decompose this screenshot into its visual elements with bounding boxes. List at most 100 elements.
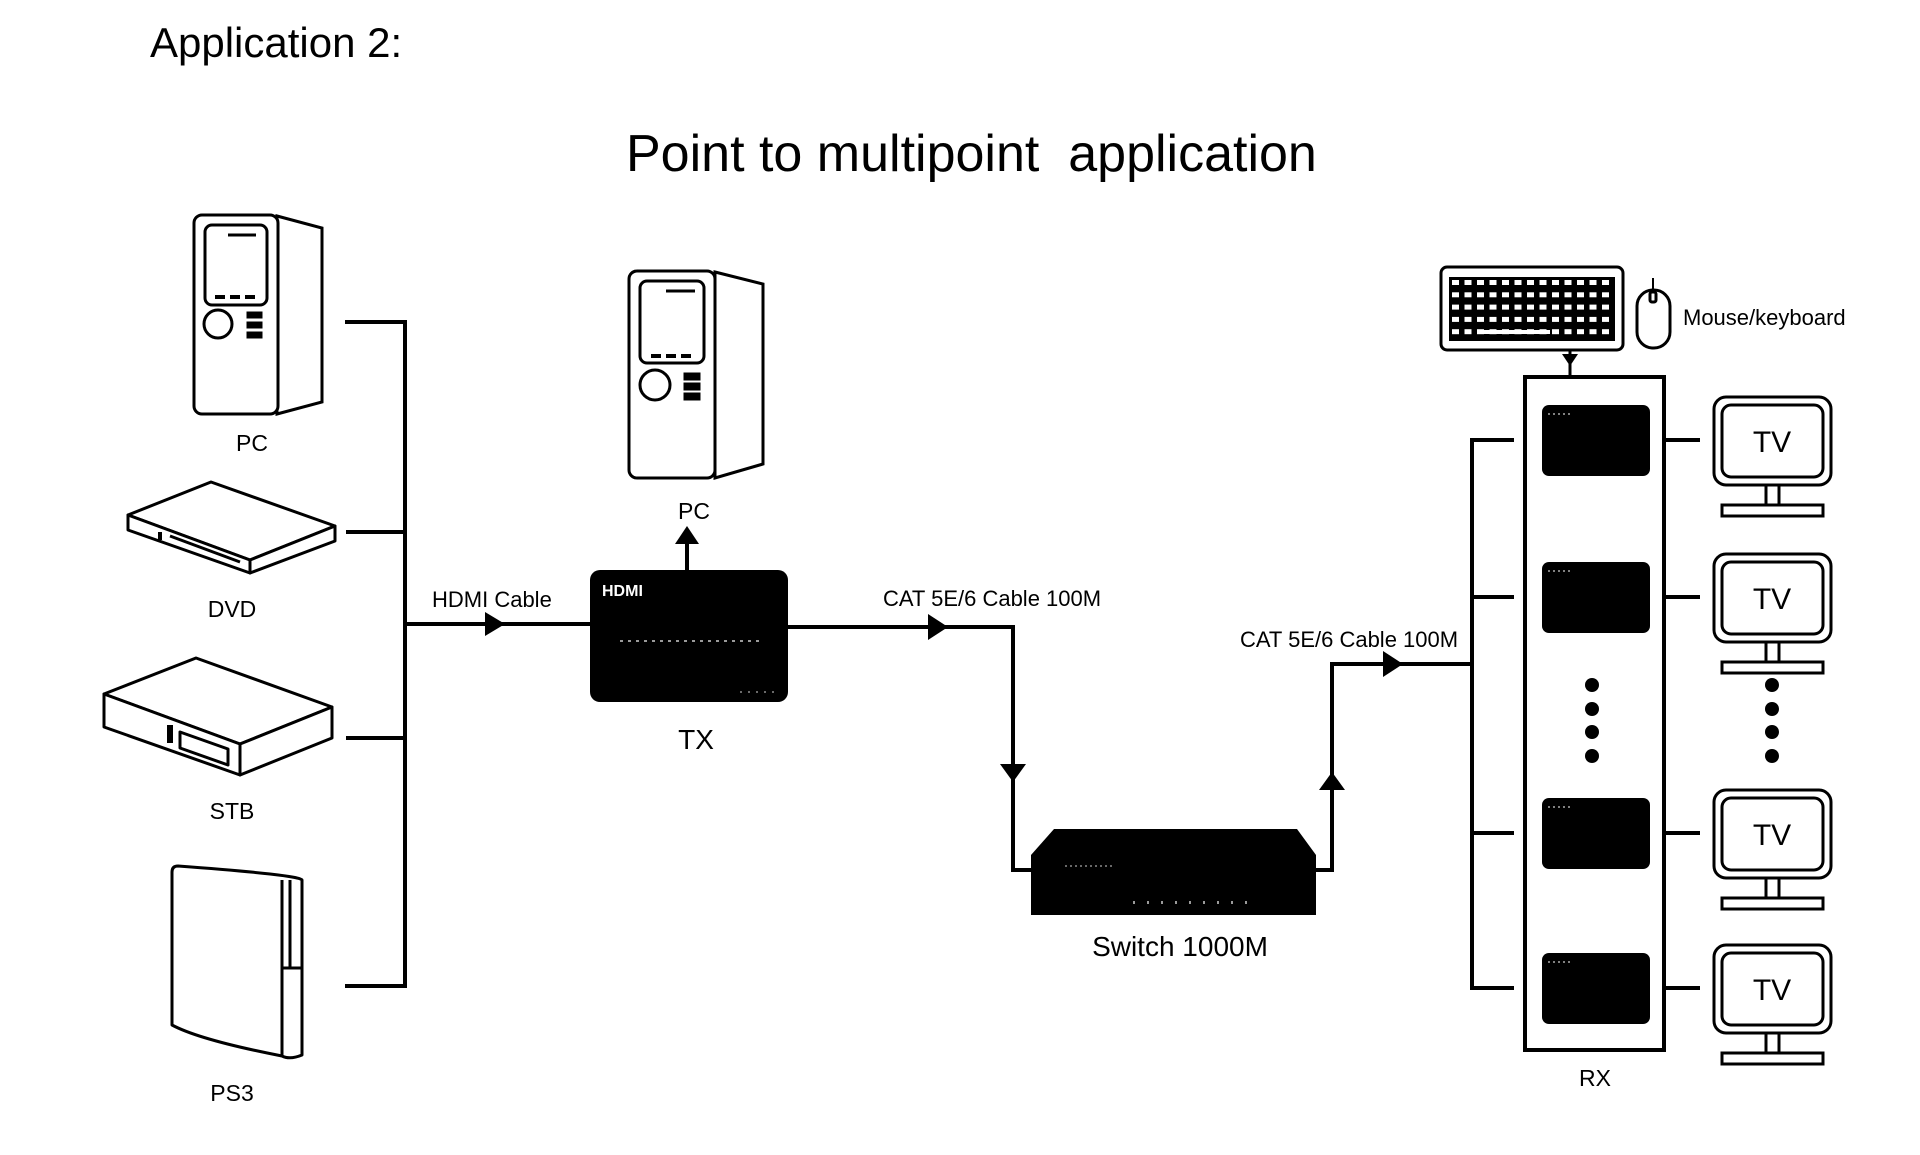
keyboard-key xyxy=(1477,304,1484,310)
keyboard-key xyxy=(1539,304,1547,310)
keyboard-key xyxy=(1577,329,1584,335)
tv-label: TV xyxy=(1753,426,1791,459)
keyboard-key xyxy=(1602,280,1609,285)
keyboard-key xyxy=(1552,329,1559,335)
mouse-icon xyxy=(1635,278,1672,350)
rx-bus xyxy=(1470,438,1514,990)
tv-ellipsis xyxy=(1765,678,1779,763)
tx-label: TX xyxy=(678,724,714,755)
page-heading: Application 2: xyxy=(150,19,403,66)
keyboard-key xyxy=(1564,304,1572,310)
keyboard-key xyxy=(1539,292,1547,298)
keyboard-key xyxy=(1452,292,1459,298)
cat-cable-rx-label: CAT 5E/6 Cable 100M xyxy=(1240,627,1459,652)
keyboard-key xyxy=(1589,316,1597,322)
arrow-up-icon xyxy=(675,526,699,544)
tv-display-icon: TV xyxy=(1712,552,1833,675)
rx-receiver-unit xyxy=(1542,562,1650,633)
rx-receiver-unit xyxy=(1542,798,1650,869)
keyboard-key xyxy=(1489,304,1497,310)
keyboard-key xyxy=(1477,316,1484,322)
keyboard-key xyxy=(1602,316,1609,322)
rx-label: RX xyxy=(1579,1065,1611,1091)
keyboard-key xyxy=(1564,292,1572,298)
source-label-pc: PC xyxy=(236,430,268,456)
keyboard-key xyxy=(1552,292,1559,298)
keyboard-key xyxy=(1527,304,1534,310)
game-console-icon xyxy=(170,864,304,1060)
keyboard-key xyxy=(1589,280,1597,285)
cat-cable-tx-line xyxy=(788,614,1035,872)
keyboard-key xyxy=(1489,316,1497,322)
keyboard-key xyxy=(1514,292,1522,298)
keyboard-key xyxy=(1514,280,1522,285)
arrow-right-icon xyxy=(928,614,948,640)
keyboard-key xyxy=(1602,329,1609,335)
local-output-line xyxy=(675,526,699,570)
hdmi-logo: HDMI xyxy=(602,583,643,600)
keyboard-key xyxy=(1564,329,1572,335)
keyboard-link xyxy=(1562,350,1578,378)
keyboard-key xyxy=(1464,292,1472,298)
keyboard-key xyxy=(1502,292,1509,298)
keyboard-key xyxy=(1564,280,1572,285)
keyboard-key xyxy=(1527,292,1534,298)
cat-cable-tx-label: CAT 5E/6 Cable 100M xyxy=(883,586,1102,611)
tv-display-icon: TV xyxy=(1712,788,1833,911)
keyboard-key xyxy=(1452,280,1459,285)
local-pc-label: PC xyxy=(678,498,710,524)
diagram-title: Point to multipoint application xyxy=(626,125,1317,183)
keyboard-key xyxy=(1464,304,1472,310)
keyboard-key xyxy=(1577,316,1584,322)
keyboard-key xyxy=(1489,280,1497,285)
rx-ellipsis xyxy=(1585,678,1599,763)
tx-transmitter-icon: HDMI xyxy=(590,570,788,702)
arrow-right-icon xyxy=(485,612,505,636)
source-bus xyxy=(345,320,407,988)
arrow-right-icon xyxy=(1383,651,1403,677)
source-label-dvd: DVD xyxy=(207,596,257,622)
keyboard-key xyxy=(1452,316,1459,322)
tv-label: TV xyxy=(1753,974,1791,1007)
keyboard-key xyxy=(1577,304,1584,310)
arrow-down-icon xyxy=(1000,764,1026,782)
keyboard-key xyxy=(1489,292,1497,298)
tv-label: TV xyxy=(1753,819,1791,852)
keyboard-icon xyxy=(1439,265,1625,352)
switch-label: Switch 1000M xyxy=(1092,931,1268,962)
keyboard-key xyxy=(1589,304,1597,310)
set-top-box-icon xyxy=(102,656,334,777)
mouse-keyboard-label: Mouse/keyboard xyxy=(1683,305,1846,330)
keyboard-key xyxy=(1527,316,1534,322)
keyboard-key xyxy=(1539,280,1547,285)
keyboard-key xyxy=(1452,329,1459,335)
keyboard-key xyxy=(1477,280,1484,285)
network-switch-icon xyxy=(1031,829,1316,915)
keyboard-key xyxy=(1464,316,1472,322)
arrow-down-icon xyxy=(1562,354,1578,366)
keyboard-key xyxy=(1602,292,1609,298)
keyboard-key xyxy=(1502,280,1509,285)
pc-tower-icon xyxy=(192,213,324,416)
keyboard-key xyxy=(1589,292,1597,298)
source-label-ps3: PS3 xyxy=(210,1080,254,1106)
keyboard-key xyxy=(1577,280,1584,285)
keyboard-key xyxy=(1502,304,1509,310)
tv-display-icon: TV xyxy=(1712,943,1833,1066)
dvd-player-icon xyxy=(126,480,337,575)
tv-label: TV xyxy=(1753,583,1791,616)
hdmi-cable-label: HDMI Cable xyxy=(432,587,552,612)
cat-cable-rx-line xyxy=(1316,651,1472,872)
rx-enclosure xyxy=(1523,375,1666,1052)
keyboard-spacebar xyxy=(1480,330,1550,334)
keyboard-key xyxy=(1527,280,1534,285)
keyboard-key xyxy=(1514,316,1522,322)
keyboard-key xyxy=(1552,304,1559,310)
keyboard-key xyxy=(1464,280,1472,285)
keyboard-key xyxy=(1552,280,1559,285)
keyboard-key xyxy=(1539,316,1547,322)
keyboard-key xyxy=(1552,316,1559,322)
keyboard-key xyxy=(1502,316,1509,322)
local-pc-tower-icon xyxy=(627,269,765,480)
